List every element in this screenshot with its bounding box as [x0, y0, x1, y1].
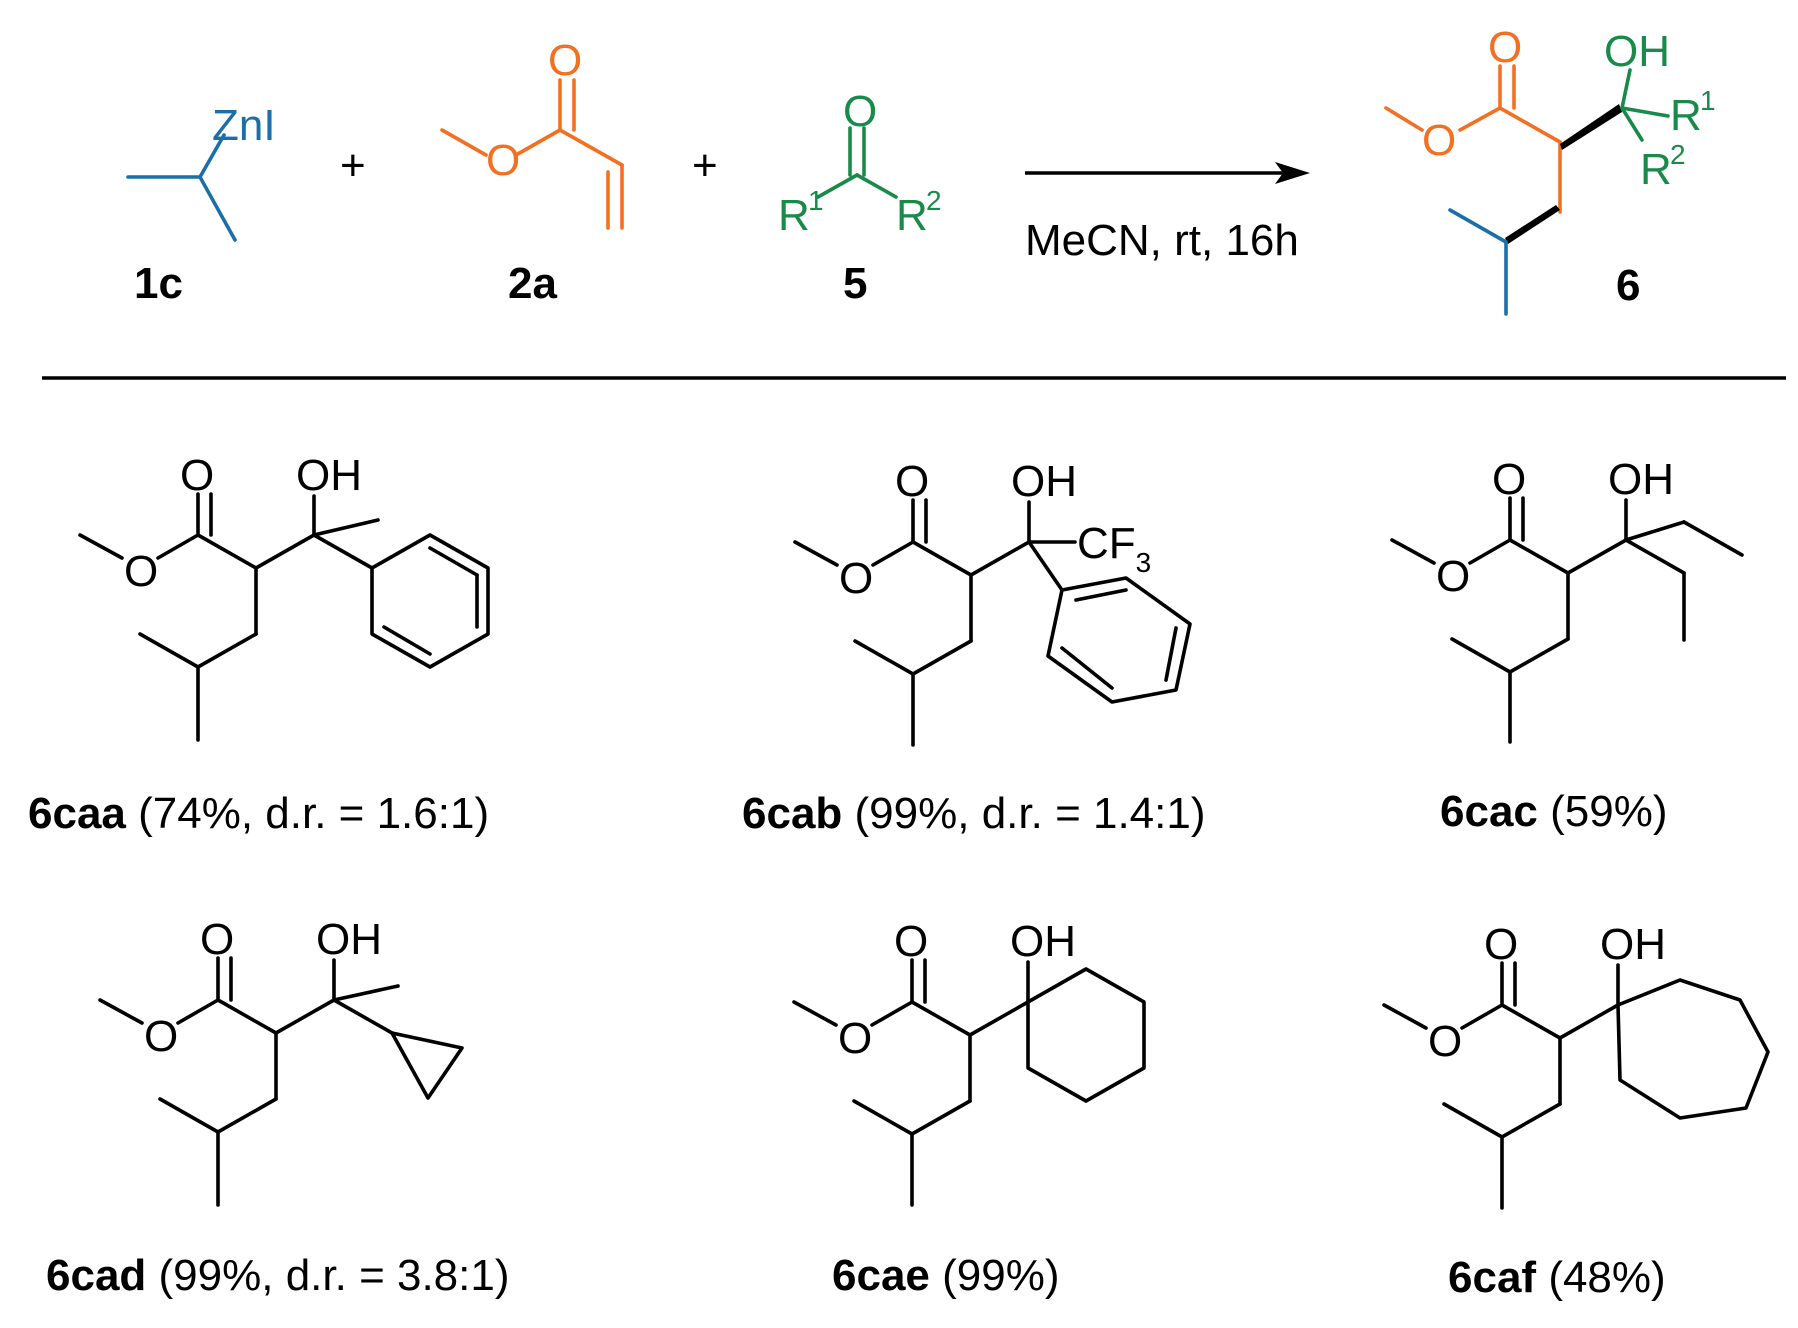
reagent-5: O R 1 R 2 5 — [778, 87, 942, 308]
r2-group: R — [1640, 145, 1672, 194]
carbonyl-o-atom: O — [548, 36, 582, 85]
carbonyl-o-atom: O — [200, 915, 234, 964]
r1-superscript: 1 — [1700, 85, 1716, 116]
reagent-1c: ZnI 1c — [126, 101, 276, 308]
carbonyl-o-atom: O — [180, 451, 214, 500]
cf3-group: CF3 — [1077, 519, 1151, 578]
caption-6cae: 6cae (99%) — [832, 1251, 1060, 1300]
r2-superscript: 2 — [926, 185, 942, 216]
ester-o-atom: O — [144, 1012, 178, 1061]
plus-sign-1: + — [340, 141, 366, 190]
oh-group: OH — [1010, 917, 1076, 966]
structure-6cad: O O OH — [98, 915, 464, 1207]
caption-6cac: 6cac (59%) — [1440, 787, 1668, 836]
carbonyl-o-atom: O — [1484, 920, 1518, 969]
carbonyl-o-atom: O — [1492, 455, 1526, 504]
structure-6caf: O O OH — [1382, 920, 1770, 1210]
structure-6caa: O O OH — [78, 451, 490, 742]
oh-group: OH — [1604, 27, 1670, 76]
ester-o-atom: O — [1422, 116, 1456, 165]
r2-superscript: 2 — [1670, 139, 1686, 170]
reaction-arrow — [1025, 162, 1310, 184]
r1-group: R — [1670, 91, 1702, 140]
label-1c: 1c — [134, 259, 183, 308]
ester-o-atom: O — [486, 136, 520, 185]
ester-o-atom: O — [1436, 552, 1470, 601]
oh-group: OH — [1600, 920, 1666, 969]
ester-o-atom: O — [838, 1014, 872, 1063]
oh-group: OH — [1011, 457, 1077, 506]
r1-group: R — [778, 191, 810, 240]
r1-superscript: 1 — [808, 185, 824, 216]
product-6: O O OH R 1 R 2 6 — [1384, 23, 1716, 316]
caption-6cad: 6cad (99%, d.r. = 3.8:1) — [46, 1251, 510, 1300]
caption-6caa: 6caa (74%, d.r. = 1.6:1) — [28, 789, 489, 838]
ketone-o-atom: O — [843, 87, 877, 136]
caption-6caf: 6caf (48%) — [1448, 1253, 1666, 1302]
ester-o-atom: O — [124, 547, 158, 596]
caption-6cab: 6cab (99%, d.r. = 1.4:1) — [742, 789, 1206, 838]
label-2a: 2a — [508, 259, 557, 308]
reaction-conditions: MeCN, rt, 16h — [1025, 216, 1299, 265]
oh-group: OH — [296, 451, 362, 500]
reagent-2a: O O 2a — [440, 36, 624, 308]
r2-group: R — [896, 191, 928, 240]
carbonyl-o-atom: O — [1488, 23, 1522, 72]
label-5: 5 — [843, 259, 867, 308]
oh-group: OH — [1608, 455, 1674, 504]
carbonyl-o-atom: O — [895, 457, 929, 506]
structure-6cab: O O OH CF3 — [793, 457, 1192, 747]
structure-6cae: O O OH — [792, 917, 1146, 1207]
plus-sign-2: + — [692, 141, 718, 190]
zni-atom: ZnI — [212, 101, 276, 150]
oh-group: OH — [316, 915, 382, 964]
label-6: 6 — [1616, 261, 1640, 310]
carbonyl-o-atom: O — [894, 917, 928, 966]
ester-o-atom: O — [839, 554, 873, 603]
structure-6cac: O O OH — [1390, 455, 1744, 744]
ester-o-atom: O — [1428, 1017, 1462, 1066]
